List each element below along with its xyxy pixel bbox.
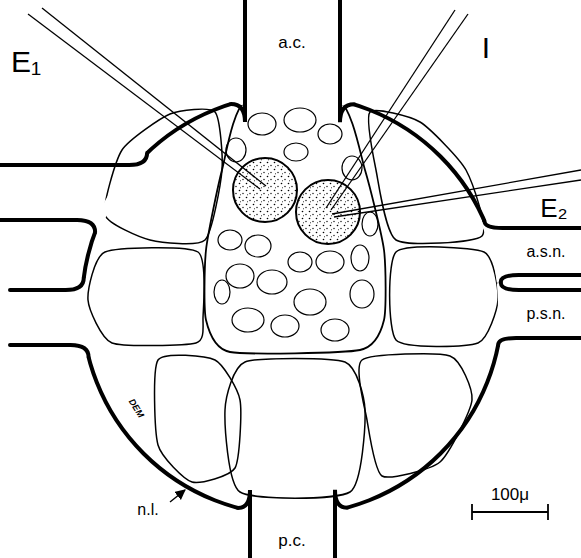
neuron-soma xyxy=(316,251,344,273)
neuron-soma xyxy=(284,108,316,132)
neuron-soma xyxy=(248,113,276,135)
electrode-label: I xyxy=(482,33,490,63)
neuron-soma xyxy=(226,264,254,288)
neuron-soma xyxy=(232,308,264,332)
nerve-trunk xyxy=(340,0,354,122)
nerve-opening xyxy=(484,221,500,282)
scale-tick xyxy=(471,504,473,520)
nerve-trunk xyxy=(484,221,581,228)
nerve-trunk xyxy=(238,490,250,558)
electrode-label: E₁ xyxy=(11,47,41,77)
leader-arrow xyxy=(170,490,185,502)
nerve-label: a.s.n. xyxy=(526,244,565,260)
nerve-opening xyxy=(238,508,347,515)
neuron-soma xyxy=(214,280,230,304)
neuropil-region xyxy=(204,97,385,354)
electrode-line xyxy=(326,10,455,208)
nerve-trunk xyxy=(501,283,581,290)
structure-label: n.l. xyxy=(137,502,158,518)
neuron-soma xyxy=(257,270,287,294)
neuron-soma xyxy=(318,124,342,144)
neuron-soma xyxy=(271,315,299,337)
neuron-layer xyxy=(233,158,360,244)
nerve-trunk xyxy=(335,490,347,558)
neuron-soma xyxy=(288,252,312,272)
scale-label: 100μ xyxy=(491,486,529,503)
nerve-label: p.c. xyxy=(278,532,305,549)
electrode-line xyxy=(28,14,260,189)
nerve-trunk xyxy=(501,275,581,282)
glial-cell xyxy=(390,247,498,347)
neuron-soma xyxy=(351,245,369,271)
nerve-trunk xyxy=(10,345,89,357)
glial-cell xyxy=(88,248,204,346)
nerve-label: p.s.n. xyxy=(526,306,565,322)
nerve-trunk xyxy=(498,338,581,345)
neuron-soma xyxy=(321,319,349,341)
electrode-line xyxy=(42,8,266,186)
cell-layer xyxy=(88,97,498,498)
microelectrodes xyxy=(28,8,581,217)
glial-cell xyxy=(225,358,365,498)
neuron-soma xyxy=(362,212,378,236)
nerve-trunk xyxy=(231,0,245,122)
electrode-line xyxy=(331,14,468,210)
nerve-label: a.c. xyxy=(278,34,305,51)
nerve-opening xyxy=(231,95,354,104)
nerve-opening xyxy=(498,283,502,345)
glial-cell xyxy=(155,355,241,482)
neuron-soma xyxy=(245,235,271,257)
neuron-soma xyxy=(226,138,246,162)
electrode-label: E₂ xyxy=(540,195,567,221)
nerve-trunk xyxy=(10,278,84,290)
impaled-neuron xyxy=(296,180,360,244)
glial-cell xyxy=(359,354,472,477)
scale-tick xyxy=(547,504,549,520)
nerve-trunk xyxy=(0,153,147,165)
artist-signature: DEM xyxy=(127,397,145,419)
nerve-trunk xyxy=(0,220,95,232)
scale-bar xyxy=(472,504,548,520)
neuron-soma xyxy=(294,289,326,315)
neuron-soma xyxy=(350,280,374,308)
neuron-soma xyxy=(218,230,242,250)
neuron-soma xyxy=(284,143,308,161)
scale-line xyxy=(472,511,548,513)
